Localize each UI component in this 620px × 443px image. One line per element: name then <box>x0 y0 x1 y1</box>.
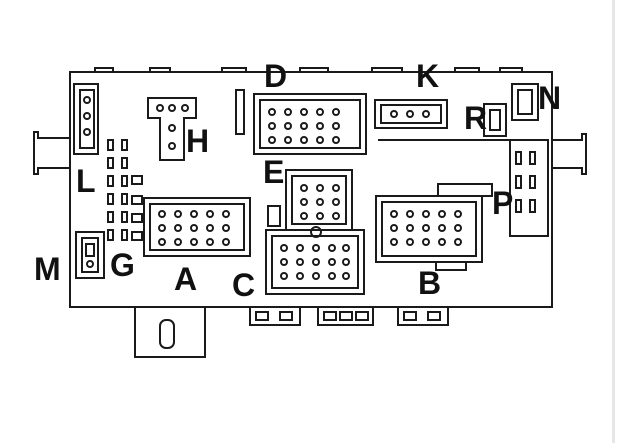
connector-p <box>378 139 549 237</box>
right-edge-border <box>612 0 615 443</box>
spacer-block <box>267 205 281 227</box>
label-g: G <box>110 247 135 283</box>
connector-k <box>374 99 448 129</box>
label-l: L <box>76 163 96 199</box>
label-c: C <box>232 267 255 303</box>
label-r: R <box>464 100 487 136</box>
bottom-mount-lug <box>134 307 206 358</box>
connector-d <box>235 89 367 155</box>
bottom-terminal-2 <box>317 306 374 326</box>
label-p: P <box>492 185 513 221</box>
fuse-slot-column <box>107 139 143 241</box>
connector-c <box>265 226 365 295</box>
housing-outline <box>69 71 553 308</box>
connector-m <box>75 231 105 279</box>
label-n: N <box>538 80 561 116</box>
right-mount-tab <box>552 133 587 175</box>
top-edge-notches <box>94 67 523 72</box>
bottom-terminal-1 <box>249 306 301 326</box>
connector-e <box>285 169 353 231</box>
connector-a <box>143 197 251 257</box>
mount-lug-slot <box>159 319 175 349</box>
label-d: D <box>264 58 287 94</box>
connector-b <box>375 195 483 271</box>
label-k: K <box>416 58 439 94</box>
connector-h <box>147 97 197 161</box>
label-h: H <box>186 123 209 159</box>
connector-l <box>73 83 99 155</box>
label-b: B <box>418 265 441 301</box>
label-m: M <box>34 251 61 287</box>
label-e: E <box>263 154 284 190</box>
bottom-terminal-3 <box>397 306 449 326</box>
connector-labels: D K N R H E L P M G A C B <box>34 58 561 303</box>
left-mount-tab <box>33 131 70 175</box>
connector-n <box>511 83 539 121</box>
label-a: A <box>174 261 197 297</box>
connector-r <box>483 103 507 137</box>
